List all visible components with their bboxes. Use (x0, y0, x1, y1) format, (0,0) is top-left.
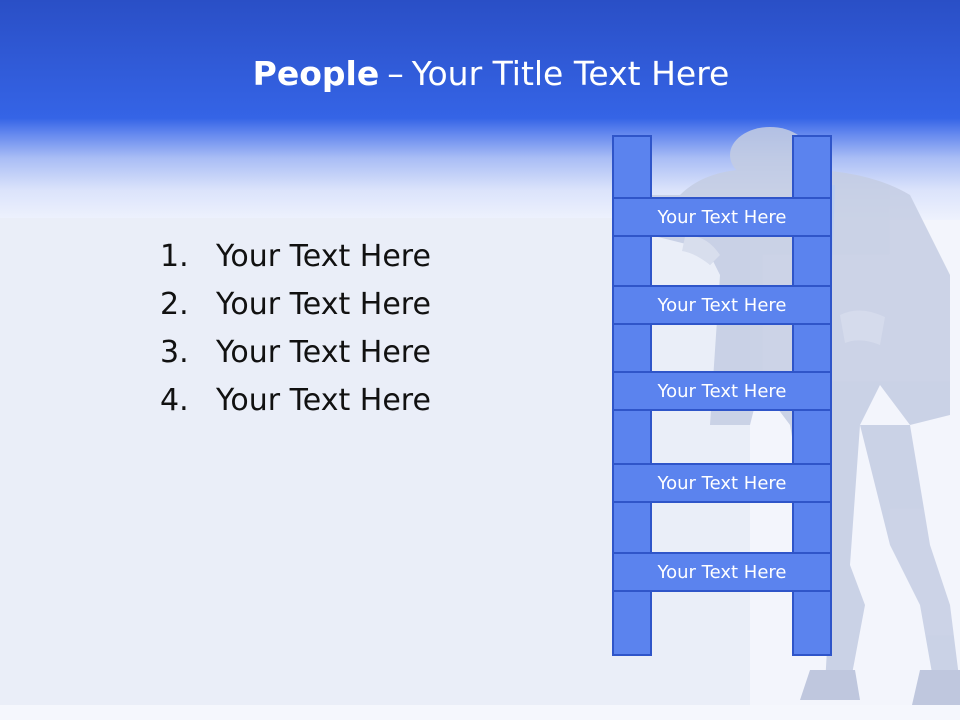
list-item-text: Your Text Here (216, 238, 431, 274)
ladder-step-2: Your Text Here (612, 285, 832, 325)
title-strong: People (252, 54, 380, 93)
list-item-number: 1. (160, 238, 189, 274)
list-item-text: Your Text Here (216, 286, 431, 322)
ladder-step-4: Your Text Here (612, 463, 832, 503)
ladder-step-1: Your Text Here (612, 197, 832, 237)
list-item-number: 2. (160, 286, 189, 322)
list-item-number: 3. (160, 334, 189, 370)
ladder-step-3: Your Text Here (612, 371, 832, 411)
bottom-strip (0, 705, 960, 720)
list-item: 1. Your Text Here (160, 232, 431, 280)
ladder-step-5: Your Text Here (612, 552, 832, 592)
title-text: Your Title Text Here (411, 54, 730, 93)
slide-title: People–Your Title Text Here (0, 52, 960, 96)
list-item-text: Your Text Here (216, 382, 431, 418)
list-item: 2. Your Text Here (160, 280, 431, 328)
title-separator: – (387, 54, 404, 93)
list-item-number: 4. (160, 382, 189, 418)
numbered-list: 1. Your Text Here 2. Your Text Here 3. Y… (160, 232, 431, 424)
list-item: 4. Your Text Here (160, 376, 431, 424)
list-item: 3. Your Text Here (160, 328, 431, 376)
list-item-text: Your Text Here (216, 334, 431, 370)
